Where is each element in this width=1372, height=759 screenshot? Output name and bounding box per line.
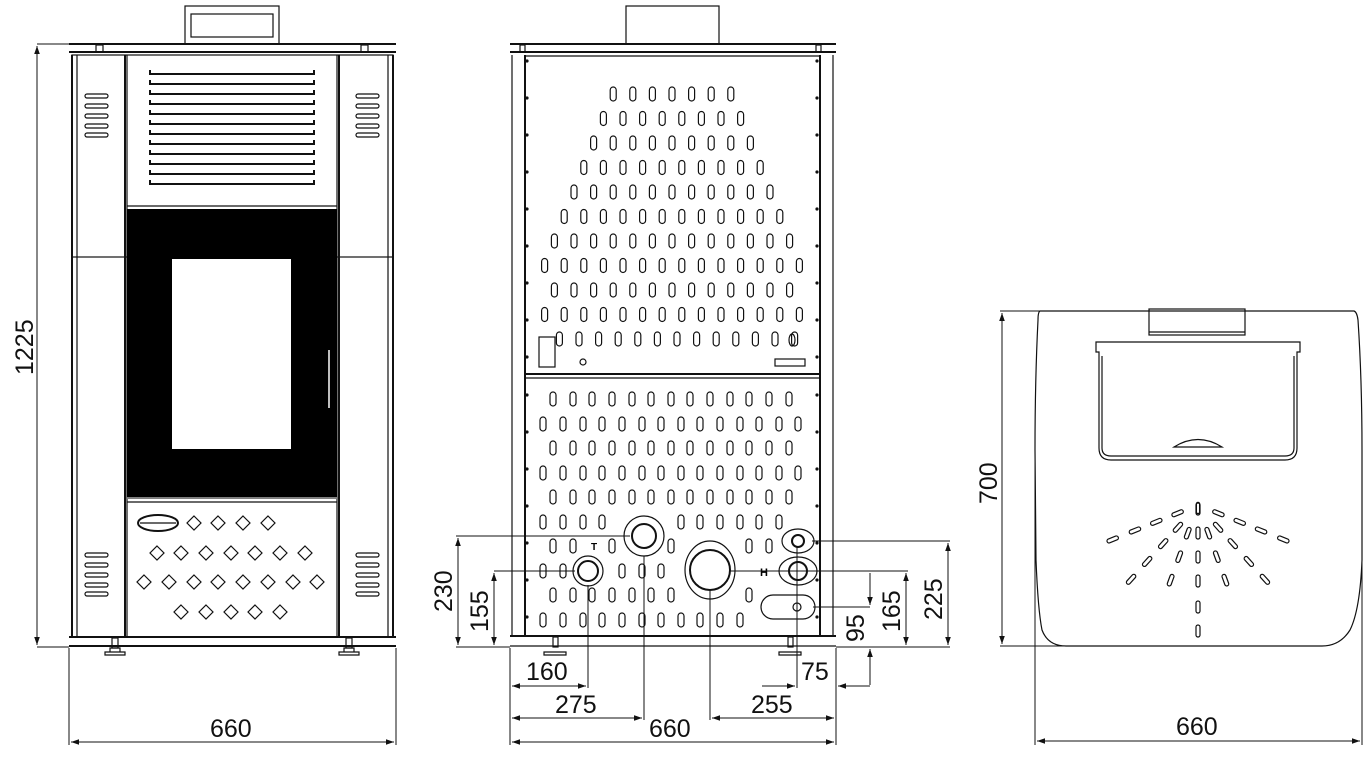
- top-grille: [149, 70, 315, 185]
- rear-connections: T H: [572, 515, 818, 620]
- dim-95: 95: [842, 614, 870, 642]
- marker-t: T: [591, 542, 597, 553]
- rear-view: T H 230 155 225 165 95: [430, 5, 951, 745]
- lower-vent-slots: [539, 391, 802, 628]
- dim-165: 165: [878, 590, 906, 632]
- right-lower-fitting: [760, 594, 816, 620]
- rear-feet: [543, 636, 802, 656]
- front-view: 1225 660: [11, 5, 397, 745]
- dim-rear-660: 660: [649, 715, 691, 743]
- dim-155: 155: [466, 590, 494, 632]
- top-outline: [1034, 310, 1363, 647]
- top-width-label: 660: [1176, 713, 1218, 741]
- adjustable-feet: [104, 637, 360, 656]
- right-upper-fitting: [781, 528, 815, 554]
- side-vents: [84, 93, 380, 597]
- marker-h: H: [760, 567, 768, 579]
- dim-225: 225: [920, 578, 948, 620]
- glass-door: [127, 209, 337, 499]
- electrical-box: [538, 336, 556, 368]
- front-width-label: 660: [210, 715, 252, 743]
- dim-230: 230: [430, 570, 458, 612]
- top-depth-label: 700: [975, 462, 1003, 504]
- radial-slots: [1106, 502, 1290, 638]
- pellet-hopper-lid: [1095, 341, 1301, 461]
- dim-75: 75: [801, 658, 829, 686]
- dim-255: 255: [751, 691, 793, 719]
- panel-screws: [525, 59, 819, 619]
- top-view: 700 660: [975, 308, 1363, 745]
- dim-160: 160: [526, 658, 568, 686]
- brand-logo: [137, 514, 179, 532]
- front-height-label: 1225: [11, 319, 39, 375]
- upper-vent-slots: [540, 86, 804, 347]
- dim-275: 275: [555, 691, 597, 719]
- decor-diamonds: [136, 515, 325, 620]
